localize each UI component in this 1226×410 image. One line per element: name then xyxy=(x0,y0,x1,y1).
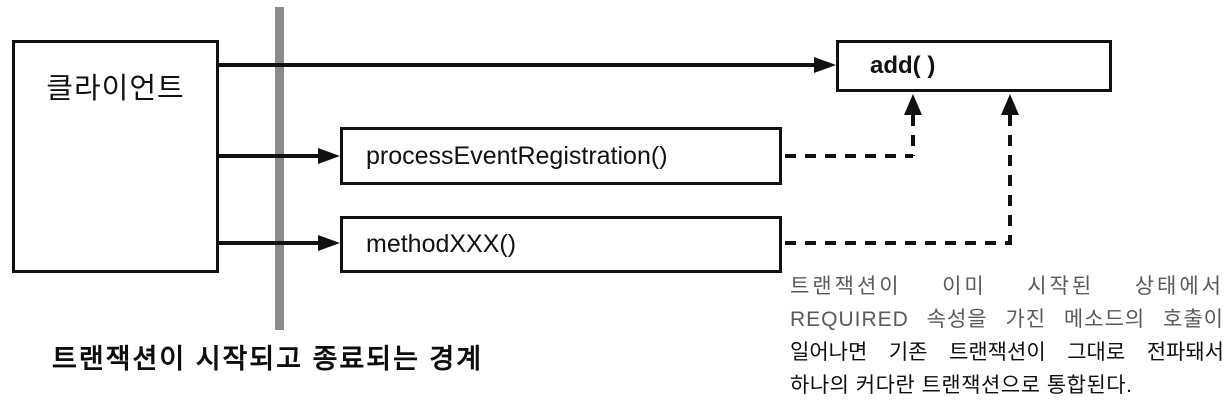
client-to-add-arrow-line xyxy=(219,63,818,67)
annotation-line-3: 일어나면 기존 트랜잭션이 그대로 전파돼서 xyxy=(790,341,1224,364)
process-event-registration-label: processEventRegistration() xyxy=(366,142,668,170)
add-method-label: add( ) xyxy=(870,52,936,79)
method-to-add-dashed-line-vertical xyxy=(1008,115,1012,245)
client-to-add-arrowhead-icon xyxy=(814,57,836,73)
boundary-caption: 트랜잭션이 시작되고 종료되는 경계 xyxy=(52,344,484,374)
client-to-method-arrow-line xyxy=(219,241,320,245)
client-box: 클라이언트 xyxy=(12,40,219,273)
process-to-add-arrowhead-icon xyxy=(904,94,922,115)
annotation-line-1: 트랜잭션이 이미 시작된 상태에서 xyxy=(790,275,1224,298)
client-to-process-arrow-line xyxy=(219,154,320,158)
method-xxx-label: methodXXX() xyxy=(366,230,517,258)
add-method-box: add( ) xyxy=(836,40,1112,92)
client-to-process-arrowhead-icon xyxy=(318,148,340,164)
annotation-line-2: REQUIRED 속성을 가진 메소드의 호출이 xyxy=(790,308,1224,331)
client-to-method-arrowhead-icon xyxy=(318,235,340,251)
process-to-add-dashed-line-horizontal xyxy=(785,154,913,158)
transaction-boundary-bar xyxy=(275,7,284,330)
method-to-add-dashed-line-horizontal xyxy=(785,241,1012,245)
annotation-paragraph: 트랜잭션이 이미 시작된 상태에서 REQUIRED 속성을 가진 메소드의 호… xyxy=(790,270,1224,402)
process-to-add-dashed-line-vertical xyxy=(911,115,915,156)
client-box-label: 클라이언트 xyxy=(46,73,185,105)
process-event-registration-box: processEventRegistration() xyxy=(340,127,782,185)
method-to-add-arrowhead-icon xyxy=(1001,94,1019,115)
method-xxx-box: methodXXX() xyxy=(340,216,782,273)
annotation-line-4: 하나의 커다란 트랜잭션으로 통합된다. xyxy=(790,374,1133,397)
